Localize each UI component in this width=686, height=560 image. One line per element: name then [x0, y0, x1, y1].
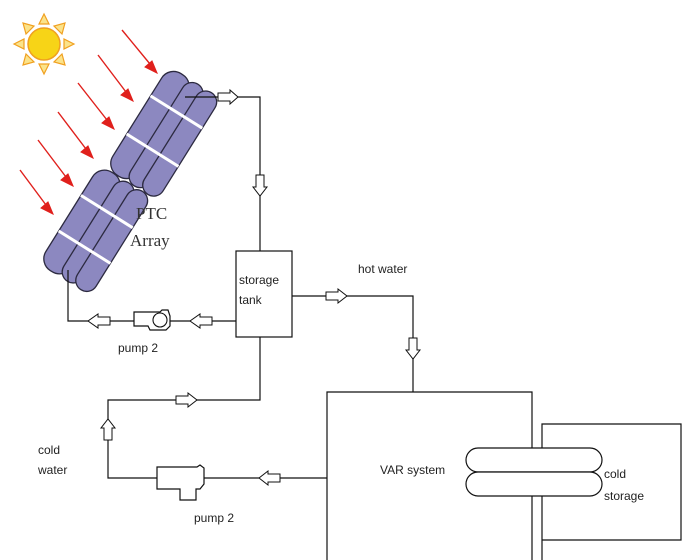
flow-arrow-icon — [325, 287, 348, 305]
storage-tank-label-line1: storage — [239, 273, 279, 287]
cold-storage-label-line2: storage — [604, 489, 644, 503]
red-ray-arrow-icon — [37, 139, 74, 188]
ptc-collector-lower — [43, 169, 149, 293]
flow-arrow-icon — [404, 337, 422, 360]
cold-water-label-line1: cold — [38, 443, 60, 457]
heat-exchanger-coil-icon — [465, 447, 603, 497]
ptc-label-line1: PTC — [136, 204, 167, 223]
pump-lower-label: pump 2 — [194, 511, 234, 525]
hot-water-pipe — [292, 295, 414, 392]
flow-arrow-icon — [87, 313, 111, 329]
flow-arrow-icon — [175, 391, 198, 409]
red-ray-arrow-icon — [97, 54, 134, 103]
flow-arrow-icon — [189, 313, 213, 329]
collector-return-pipe — [67, 270, 236, 322]
red-ray-arrow-icon — [121, 29, 158, 75]
ptc-collector-upper — [110, 70, 218, 197]
red-ray-arrow-icon — [77, 82, 115, 131]
tank-to-lower-loop-pipe — [107, 337, 261, 479]
hot-supply-pipe — [185, 96, 261, 251]
cold-water-label-line2: water — [37, 463, 67, 477]
red-ray-arrow-icon — [57, 111, 94, 160]
sun-icon — [12, 12, 76, 76]
flow-arrow-icon — [99, 418, 117, 441]
flow-arrow-icon — [258, 469, 281, 487]
ptc-label-line2: Array — [130, 231, 170, 250]
solar-ray-arrows — [19, 29, 158, 216]
ptc-collector-array — [43, 70, 218, 293]
storage-tank-label-line2: tank — [239, 293, 263, 307]
red-ray-arrow-icon — [19, 169, 54, 216]
pump-icon — [156, 464, 205, 501]
var-system-label: VAR system — [380, 463, 445, 477]
pump-icon — [133, 309, 171, 331]
flow-arrow-icon — [217, 88, 239, 106]
flow-arrow-icon — [251, 174, 269, 197]
hot-water-label: hot water — [358, 262, 407, 276]
pump-upper-label: pump 2 — [118, 341, 158, 355]
cold-storage-label-line1: cold — [604, 467, 626, 481]
flow-arrows — [87, 88, 422, 487]
storage-tank — [235, 250, 293, 338]
